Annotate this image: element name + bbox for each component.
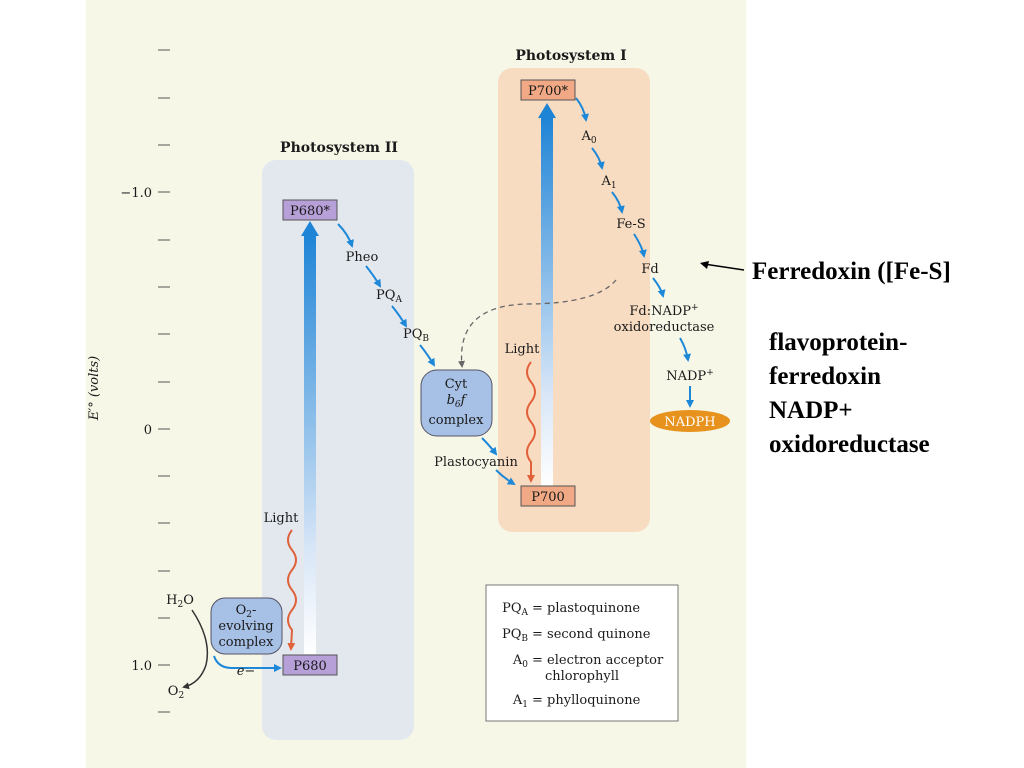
o2-complex-line1: O2-: [236, 603, 257, 620]
o2-evolving-complex: [210, 597, 283, 655]
nadp-label: NADP+: [666, 368, 713, 384]
cyclic-electron-path: [458, 279, 617, 368]
electron-arrow: [213, 655, 282, 672]
ferredoxin-annotation: Ferredoxin ([Fe-S]: [752, 258, 951, 285]
fd-nadp-label: Fd:NADP+: [629, 303, 698, 319]
ps2-light-wave: [287, 529, 297, 651]
ps1-light-wave: [526, 361, 536, 483]
photosystem-ii-title: Photosystem II: [280, 140, 398, 156]
cyt-line2: b6f: [447, 393, 468, 410]
o2-complex-line3: complex: [219, 635, 275, 650]
flavo-line-3: NADP+: [769, 397, 853, 424]
fd-label: Fd: [641, 262, 658, 277]
plastocyanin-label: Plastocyanin: [434, 455, 518, 470]
cyt-line3: complex: [429, 413, 485, 428]
tick-label-1: 1.0: [131, 659, 152, 674]
p680-star-box: [282, 199, 338, 221]
arrow-cyt-plastocyanin: [481, 437, 498, 456]
flavo-line-2: ferredoxin: [769, 363, 882, 390]
arrow-fd-oxidoreductase: [652, 277, 666, 298]
pheo-label: Pheo: [346, 250, 379, 265]
pqb-label: PQB: [403, 327, 429, 344]
flavo-line-1: flavoprotein-: [769, 329, 908, 356]
tick-label-0: 0: [144, 423, 152, 438]
arrow-pheo-pqa: [365, 265, 382, 288]
oxygen-label: O2: [168, 684, 184, 701]
legend-symbol-pqb: PQB: [502, 627, 528, 644]
voltage-axis: −1.0 0 1.0 E′° (volts): [87, 49, 170, 713]
o2-complex-line2: evolving: [218, 619, 273, 634]
legend-symbol-pqa: PQA: [502, 601, 528, 618]
arrow-plastocyanin-p700: [495, 469, 516, 486]
legend-text-a0: = electron acceptor: [532, 653, 664, 668]
p700-star-label: P700*: [528, 84, 569, 99]
ps2-excitation-arrow: [301, 221, 319, 654]
electron-label: e−: [237, 664, 256, 679]
a1-label: A1: [600, 174, 616, 191]
p680-star-label: P680*: [290, 204, 331, 219]
ps1-light-label: Light: [505, 342, 540, 357]
arrow-fes-fd: [633, 233, 647, 258]
legend-text-a0-line2: chlorophyll: [545, 669, 619, 684]
legend-text-pqb: = second quinone: [532, 627, 651, 642]
p700-box: [520, 485, 576, 507]
tick-label-neg1: −1.0: [120, 186, 152, 201]
oxidoreductase-label: oxidoreductase: [614, 320, 715, 335]
legend-symbol-a0: A0: [512, 653, 528, 670]
p680-box: [282, 654, 338, 676]
nadph-label: NADPH: [664, 415, 715, 430]
flavo-line-4: oxidoreductase: [769, 431, 930, 458]
water-label: H2O: [166, 593, 194, 610]
p700-star-box: [520, 79, 576, 101]
p680-label: P680: [293, 659, 327, 674]
legend-symbol-a1: A1: [512, 693, 528, 710]
p700-label: P700: [531, 490, 565, 505]
photosystem-ii-panel: [262, 160, 414, 740]
photosystem-i-title: Photosystem I: [515, 48, 626, 64]
cyt-b6f-complex: [420, 369, 493, 437]
arrow-oxidoreductase-nadp: [679, 337, 691, 362]
legend-text-pqa: = plastoquinone: [532, 601, 640, 616]
nadph-oval: [650, 410, 730, 432]
arrow-a1-fes: [611, 191, 625, 214]
arrow-pqa-pqb: [391, 305, 408, 328]
water-split-arrow: [182, 609, 209, 690]
ps1-excitation-arrow: [538, 103, 556, 486]
ps2-light-label: Light: [264, 511, 299, 526]
arrow-a0-a1: [591, 147, 605, 170]
legend-box: [485, 584, 679, 722]
a0-label: A0: [580, 129, 596, 146]
flavoprotein-annotation: flavoprotein- ferredoxin NADP+ oxidoredu…: [769, 326, 930, 462]
legend-text-a1: = phylloquinone: [532, 693, 641, 708]
fe-s-label: Fe-S: [616, 217, 645, 232]
arrow-pqb-cyt: [419, 344, 436, 367]
ferredoxin-pointer-arrow: [700, 261, 745, 271]
arrow-p700-a0: [575, 97, 589, 122]
arrow-p680-pheo: [337, 223, 354, 248]
axis-label: E′° (volts): [87, 356, 102, 421]
pqa-label: PQA: [376, 288, 402, 305]
cyt-line1: Cyt: [445, 377, 468, 392]
